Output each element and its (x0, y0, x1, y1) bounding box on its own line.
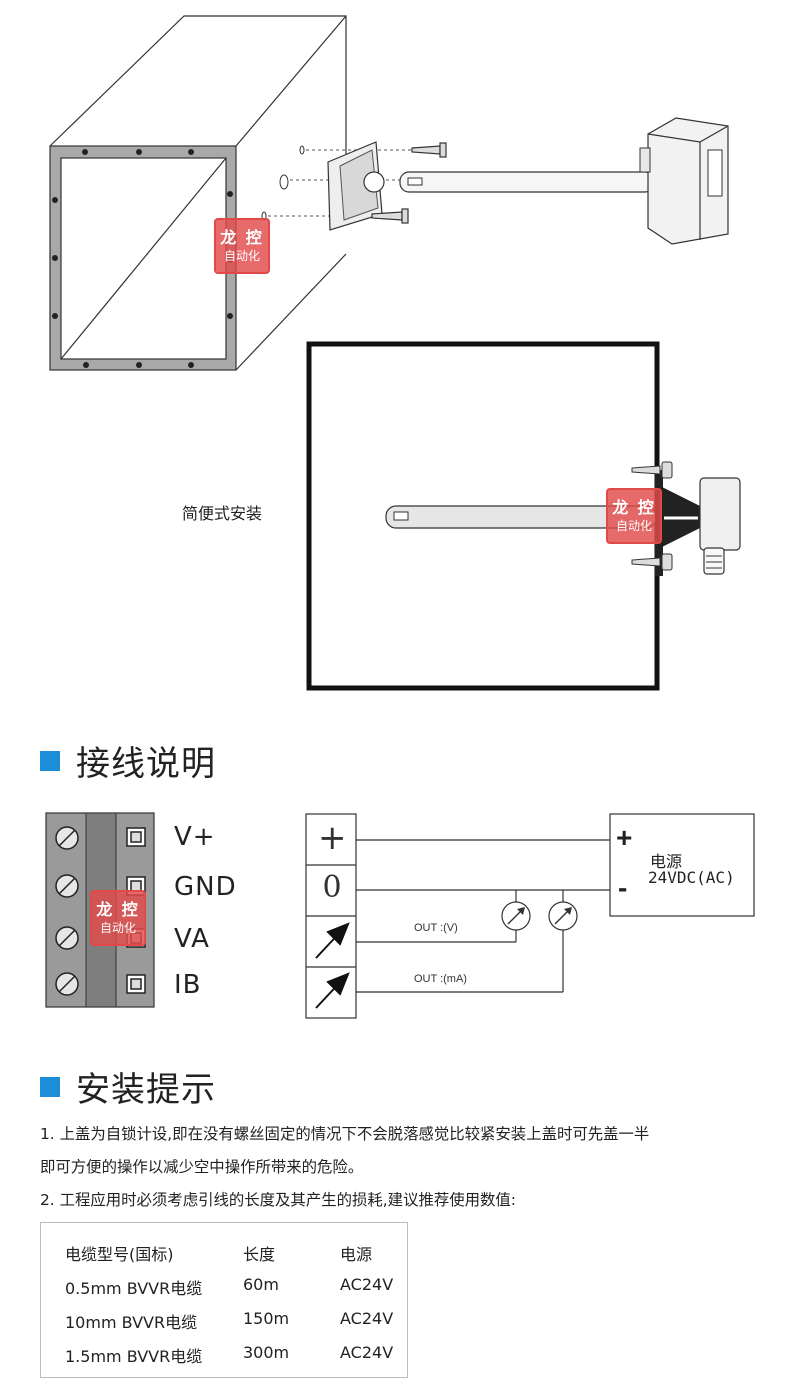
heading-square-icon (40, 750, 60, 771)
tip-line-1: 1. 上盖为自锁计设,即在没有螺丝固定的情况下不会脱落感觉比较紧安装上盖时可先盖… (40, 1125, 650, 1143)
cell-cable-type: 10mm BVVR电缆 (65, 1313, 198, 1332)
watermark-line1: 龙 控 (96, 900, 140, 919)
watermark-line2: 自动化 (615, 519, 652, 533)
header-cable-type: 电缆型号(国标) (65, 1245, 174, 1264)
watermark-stamp: 龙 控 自动化 (214, 218, 270, 274)
power-plus-symbol: + (616, 822, 633, 853)
watermark-line2: 自动化 (223, 249, 260, 263)
tip-line-2: 2. 工程应用时必须考虑引线的长度及其产生的损耗,建议推荐使用数值: (40, 1191, 516, 1209)
schematic-zero-symbol: 0 (322, 870, 342, 905)
cell-length: 300m (243, 1343, 290, 1362)
header-power: 电源 (340, 1245, 373, 1264)
wiring-heading-text: 接线说明 (76, 744, 216, 784)
cell-power: AC24V (340, 1343, 394, 1362)
power-label: 电源 (650, 852, 683, 871)
cable-table: 电缆型号(国标) 长度 电源 0.5mm BVVR电缆 60m AC24V 10… (40, 1222, 408, 1378)
power-minus-symbol: - (618, 872, 628, 903)
tips-section-heading: 安装提示 (40, 1062, 216, 1111)
out-ma-label: OUT :(mA) (414, 973, 467, 985)
watermark-stamp: 龙 控 自动化 (90, 890, 146, 946)
tip-line-1b: 即可方便的操作以减少空中操作所带来的危险。 (40, 1158, 364, 1176)
power-spec: 24VDC(AC) (648, 868, 735, 887)
install-caption: 简便式安装 (182, 504, 263, 523)
heading-square-icon (40, 1076, 60, 1097)
cell-length: 150m (243, 1309, 290, 1328)
terminal-label-ib: IB (174, 970, 202, 1000)
schematic-plus-symbol: + (318, 818, 347, 858)
cell-cable-type: 0.5mm BVVR电缆 (65, 1279, 203, 1298)
tips-heading-text: 安装提示 (76, 1070, 216, 1110)
terminal-label-vplus: V+ (174, 822, 216, 852)
terminal-label-gnd: GND (174, 872, 237, 902)
watermark-line2: 自动化 (99, 921, 136, 935)
watermark-stamp: 龙 控 自动化 (606, 488, 662, 544)
cell-length: 60m (243, 1275, 279, 1294)
cell-power: AC24V (340, 1275, 394, 1294)
wiring-section-heading: 接线说明 (40, 736, 216, 785)
terminal-label-va: VA (174, 924, 210, 954)
cell-cable-type: 1.5mm BVVR电缆 (65, 1347, 203, 1366)
out-v-label: OUT :(V) (414, 922, 458, 934)
cell-power: AC24V (340, 1309, 394, 1328)
watermark-line1: 龙 控 (220, 228, 264, 247)
header-length: 长度 (243, 1245, 276, 1264)
watermark-line1: 龙 控 (612, 498, 656, 517)
